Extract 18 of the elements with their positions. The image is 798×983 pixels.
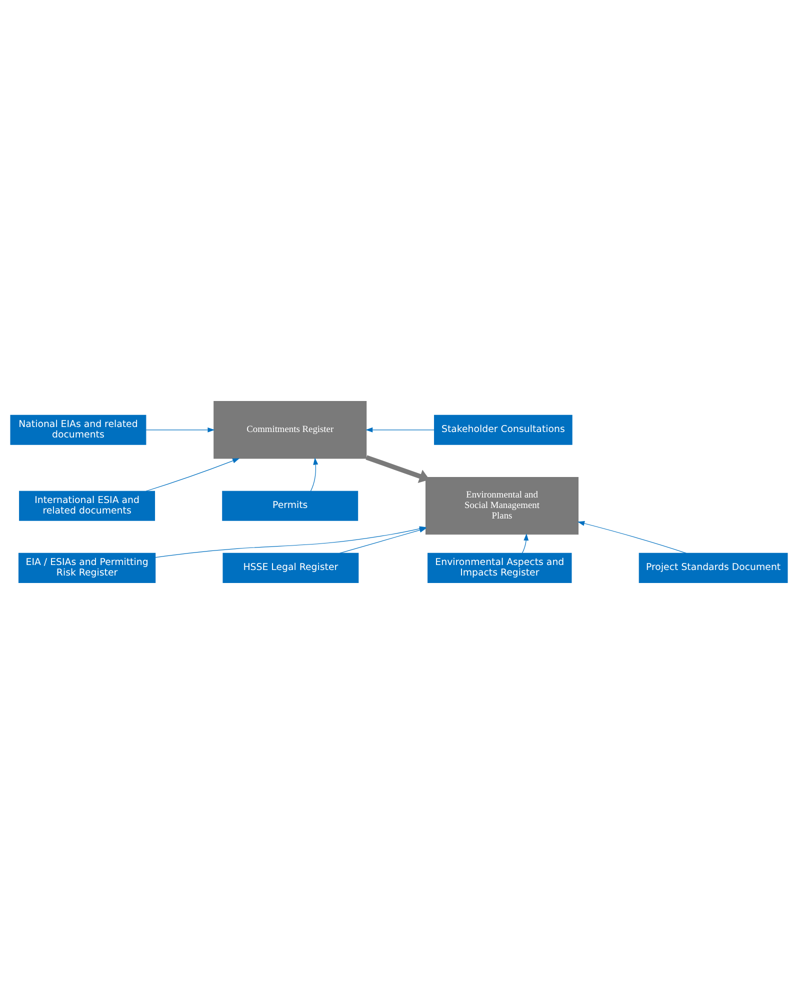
node-box: Project Standards Document: [638, 552, 788, 582]
node-box: Permits: [222, 490, 358, 520]
arrow: [146, 426, 215, 432]
arrow: [339, 527, 427, 553]
arrow: [578, 520, 686, 553]
arrow: [146, 458, 240, 491]
arrow: [522, 533, 529, 553]
node-box: Environmental Aspects and Impacts Register: [428, 552, 572, 582]
node-box: Stakeholder Consultations: [434, 414, 572, 444]
arrow: [310, 457, 318, 491]
node-box: International ESIA and related documents: [19, 490, 156, 520]
node-box: HSSE Legal Register: [222, 552, 359, 582]
node-box: Commitments Register: [214, 400, 367, 458]
node-box: Environmental and Social Management Plans: [425, 476, 579, 534]
node-box: National EIAs and related documents: [10, 414, 146, 444]
node-box: EIA / ESIAs and Permitting Risk Register: [18, 552, 156, 582]
arrow: [366, 454, 430, 482]
arrow: [366, 426, 435, 432]
